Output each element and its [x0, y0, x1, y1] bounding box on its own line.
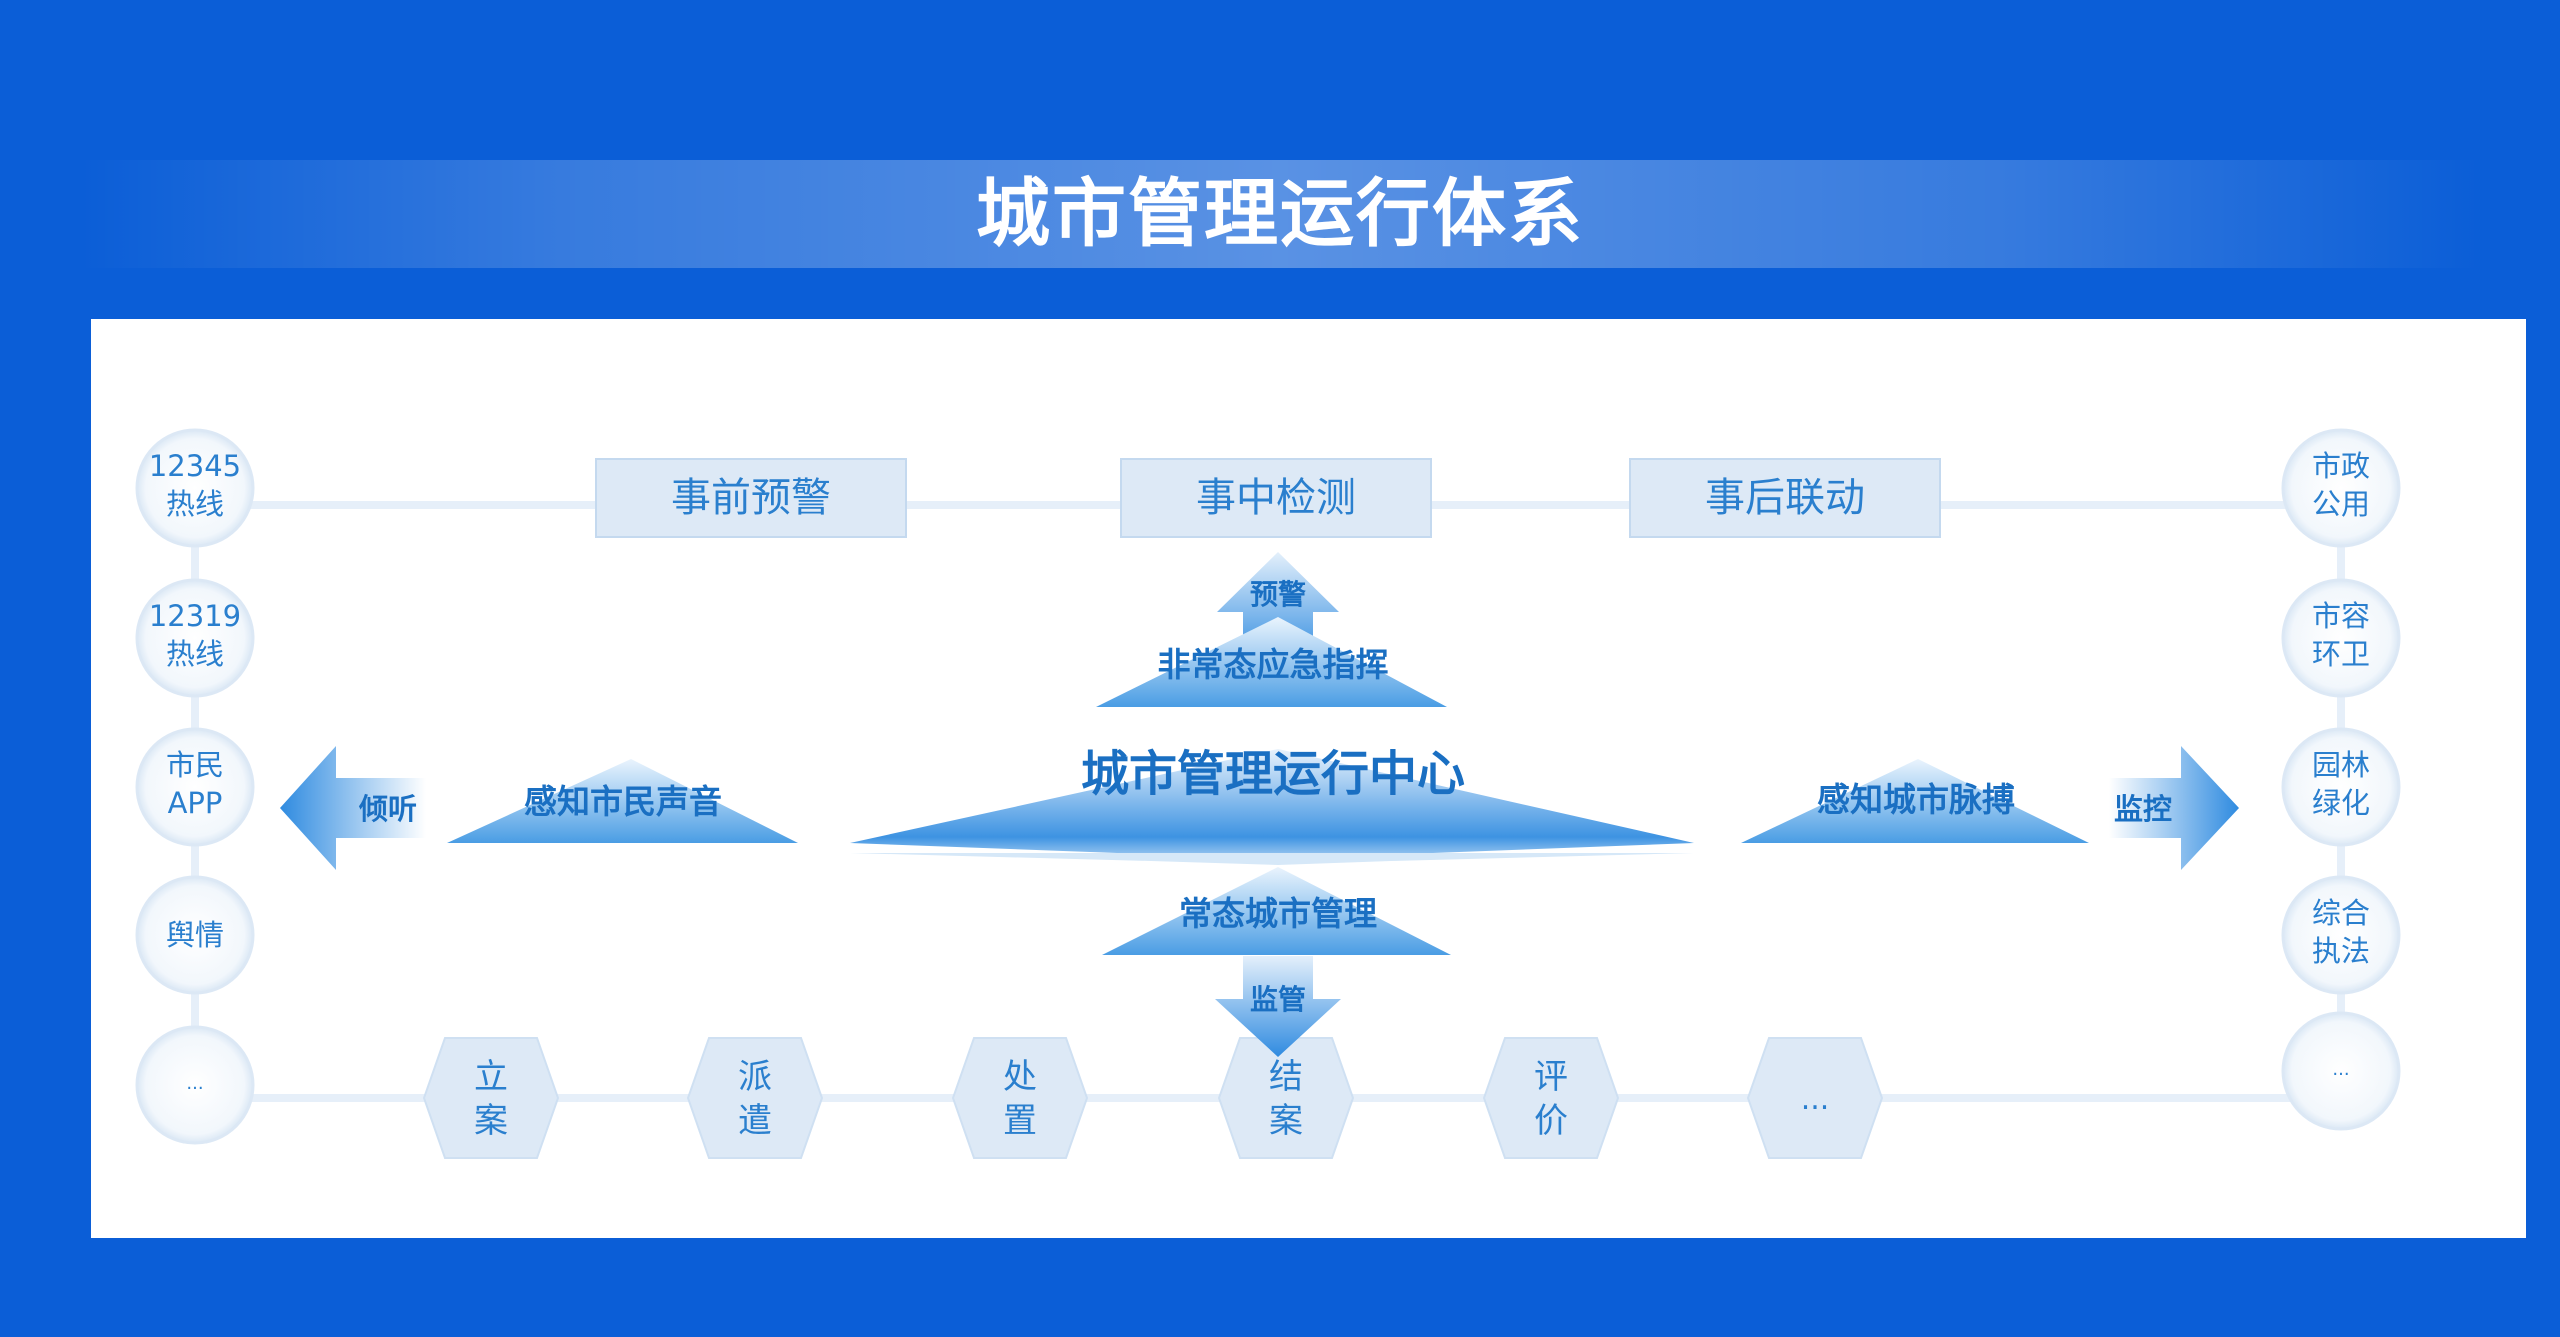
left-sources: 12345 热线 12319 热线 市民 APP 舆情 ... — [135, 428, 255, 1145]
step-label-line1: 派 — [738, 1057, 772, 1097]
left-arrow-label: 倾听 — [358, 792, 417, 826]
center-base-shadow — [850, 853, 1694, 865]
dept-label-line2: 环卫 — [2312, 637, 2370, 671]
dept-label-line2: 公用 — [2312, 487, 2370, 521]
source-more[interactable]: ... — [135, 1025, 255, 1145]
step-more[interactable]: ... — [1746, 1037, 1884, 1159]
routine-management-triangle — [1102, 867, 1451, 955]
stage-boxes: 事前预警 事中检测 事后联动 — [595, 458, 1941, 538]
citizen-voice-label: 感知市民声音 — [524, 782, 722, 821]
step-label-line1: 立 — [474, 1057, 508, 1097]
step-register[interactable]: 立 案 — [422, 1037, 560, 1159]
dept-label-line1: 园林 — [2312, 748, 2370, 782]
right-arrow-label: 监控 — [2114, 792, 2172, 826]
source-label-line1: 12345 — [149, 449, 241, 483]
dept-label-line2: 执法 — [2312, 934, 2370, 968]
up-arrow-label: 预警 — [1250, 578, 1306, 611]
process-steps: 立 案 派 遣 处 置 结 案 评 价 ... — [422, 1037, 1884, 1159]
step-label-line2: 价 — [1534, 1101, 1568, 1141]
dept-label-line1: 市容 — [2312, 599, 2370, 633]
step-label-line1: 处 — [1003, 1057, 1037, 1097]
diagram-panel: 12345 热线 12319 热线 市民 APP 舆情 ... 市政 公用 — [91, 319, 2526, 1238]
dept-label-line1: 综合 — [2312, 896, 2370, 930]
step-dispatch[interactable]: 派 遣 — [686, 1037, 824, 1159]
routine-management-label: 常态城市管理 — [1179, 894, 1377, 933]
citizen-voice-triangle — [447, 759, 798, 843]
dept-municipal-utilities[interactable]: 市政 公用 — [2281, 428, 2401, 548]
down-arrow-label: 监管 — [1250, 983, 1306, 1016]
stage-pre-warning[interactable]: 事前预警 — [595, 458, 907, 538]
dept-more[interactable]: ... — [2281, 1011, 2401, 1131]
step-label-line1: 评 — [1534, 1057, 1568, 1097]
step-label-line1: ... — [1801, 1082, 1830, 1117]
city-pulse-label: 感知城市脉搏 — [1817, 780, 2015, 819]
dept-law-enforcement[interactable]: 综合 执法 — [2281, 875, 2401, 995]
dept-label-line1: ... — [2332, 1059, 2349, 1080]
stage-label: 事后联动 — [1705, 475, 1865, 521]
stage-label: 事前预警 — [671, 475, 831, 521]
title-band — [80, 160, 2480, 268]
step-close-case[interactable]: 结 案 — [1217, 1037, 1355, 1159]
stage-label: 事中检测 — [1196, 475, 1356, 521]
right-arrow-icon — [2109, 746, 2239, 870]
source-label-line2: APP — [168, 786, 223, 820]
step-label-line1: 结 — [1269, 1057, 1303, 1097]
center-base-shape — [850, 749, 1694, 859]
step-label-line2: 案 — [1269, 1101, 1303, 1141]
step-evaluate[interactable]: 评 价 — [1482, 1037, 1620, 1159]
dept-landscaping[interactable]: 园林 绿化 — [2281, 727, 2401, 847]
left-arrow-icon — [280, 746, 426, 870]
dept-label-line2: 绿化 — [2312, 786, 2370, 820]
center-hub: 预警 非常态应急指挥 城市管理运行中心 常态城市管理 监管 倾听 感知市民声音 … — [280, 552, 2239, 1057]
source-public-opinion[interactable]: 舆情 — [135, 875, 255, 995]
source-label-line2: 热线 — [166, 637, 224, 671]
source-label-line1: ... — [186, 1073, 203, 1094]
stage-post-linkage[interactable]: 事后联动 — [1629, 458, 1941, 538]
source-label-line1: 12319 — [149, 599, 241, 633]
step-label-line2: 遣 — [738, 1101, 772, 1141]
center-title: 城市管理运行中心 — [1081, 746, 1465, 802]
city-pulse-triangle — [1741, 759, 2089, 843]
source-12319-hotline[interactable]: 12319 热线 — [135, 578, 255, 698]
stage-in-progress-detection[interactable]: 事中检测 — [1120, 458, 1432, 538]
down-arrow-icon — [1215, 956, 1341, 1057]
step-label-line2: 置 — [1003, 1101, 1037, 1141]
source-label-line1: 舆情 — [166, 918, 224, 952]
dept-label-line1: 市政 — [2312, 449, 2370, 483]
emergency-command-label: 非常态应急指挥 — [1158, 645, 1389, 684]
source-citizen-app[interactable]: 市民 APP — [135, 727, 255, 847]
source-label-line1: 市民 — [166, 748, 224, 782]
source-label-line2: 热线 — [166, 487, 224, 521]
page-title: 城市管理运行体系 — [976, 171, 1584, 257]
step-label-line2: 案 — [474, 1101, 508, 1141]
right-departments: 市政 公用 市容 环卫 园林 绿化 综合 执法 ... — [2281, 428, 2401, 1131]
diagram-svg: 12345 热线 12319 热线 市民 APP 舆情 ... 市政 公用 — [135, 428, 2401, 1159]
step-handle[interactable]: 处 置 — [951, 1037, 1089, 1159]
dept-sanitation[interactable]: 市容 环卫 — [2281, 578, 2401, 698]
source-12345-hotline[interactable]: 12345 热线 — [135, 428, 255, 548]
emergency-command-triangle — [1096, 617, 1447, 707]
